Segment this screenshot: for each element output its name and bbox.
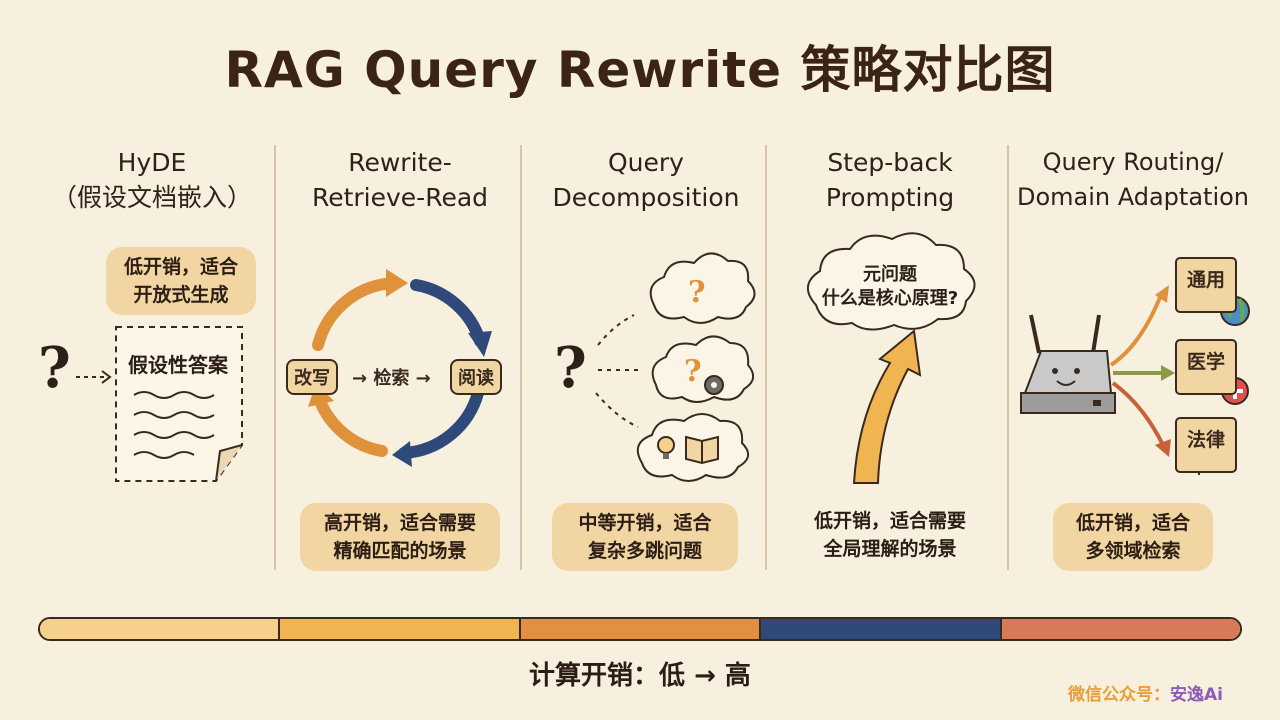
note-line: 开放式生成 (133, 284, 229, 306)
domain-legal: 法律 (1175, 417, 1237, 473)
cloud-line: 元问题 (863, 264, 917, 285)
column-divider (765, 145, 767, 570)
question-icon: ? (38, 335, 71, 401)
cost-note: 低开销，适合需要 全局理解的场景 (768, 507, 1012, 563)
cost-note: 低开销，适合 多领域检索 (1053, 503, 1213, 571)
note-line: 多领域检索 (1085, 540, 1181, 562)
note-line: 低开销，适合 (1075, 512, 1190, 534)
strategy-hyde: HyDE （假设文档嵌入） 低开销，适合 开放式生成 ? 假设性答案 (30, 145, 274, 575)
title-line: Prompting (825, 183, 955, 212)
column-divider (274, 145, 276, 570)
note-line: 精确匹配的场景 (333, 540, 467, 562)
title-line: Domain Adaptation (1016, 183, 1250, 211)
cloud-line: 什么是核心原理? (821, 288, 959, 309)
meta-question-cloud-icon (807, 232, 976, 484)
title-line: Retrieve-Read (311, 183, 489, 212)
svg-text:?: ? (688, 275, 706, 310)
strategy-title: HyDE （假设文档嵌入） (30, 145, 274, 215)
title-line: Query Routing/ (1042, 148, 1224, 176)
cost-segment (520, 619, 762, 639)
title-line: Decomposition (552, 183, 740, 212)
page-title: RAG Query Rewrite 策略对比图 (224, 41, 1056, 99)
strategy-query-routing: Query Routing/ Domain Adaptation 通用 医学 法… (1011, 145, 1255, 575)
hypothetical-answer-label: 假设性答案 (128, 353, 228, 377)
title-line: Step-back (827, 148, 953, 177)
strategy-step-back-prompting: Step-back Prompting 元问题 什么是核心原理? 低开销，适合需… (768, 145, 1012, 575)
note-line: 全局理解的场景 (823, 538, 957, 560)
domain-general: 通用 (1175, 257, 1237, 313)
strategy-rewrite-retrieve-read: Rewrite- Retrieve-Read 改写 → 检索 → 阅读 高开销，… (278, 145, 522, 575)
rewrite-node: 改写 (286, 359, 338, 395)
hypothetical-doc-icon (76, 326, 243, 482)
watermark: 微信公众号：安逸Ai (1068, 680, 1223, 705)
note-line: 高开销，适合需要 (323, 512, 476, 534)
column-divider (520, 145, 522, 570)
title-line: HyDE (117, 148, 187, 177)
watermark-brand: 安逸Ai (1170, 685, 1223, 705)
column-divider (1007, 145, 1009, 570)
cycle-arrows-icon (308, 269, 492, 467)
cost-axis-label: 计算开销：低 → 高 (529, 661, 751, 691)
strategy-title: Query Decomposition (524, 145, 768, 215)
strategy-title: Rewrite- Retrieve-Read (278, 145, 522, 215)
cost-segment (1001, 619, 1240, 639)
title-line: Query (608, 148, 684, 177)
cost-note: 低开销，适合 开放式生成 (106, 247, 256, 315)
note-line: 低开销，适合 (123, 256, 238, 278)
strategy-title: Step-back Prompting (768, 145, 1012, 215)
watermark-prefix: 微信公众号： (1068, 685, 1170, 705)
strategy-title: Query Routing/ Domain Adaptation (1011, 145, 1255, 215)
domain-medical: 医学 (1175, 339, 1237, 395)
cost-note: 高开销，适合需要 精确匹配的场景 (300, 503, 500, 571)
question-icon: ? (554, 335, 587, 401)
svg-text:?: ? (684, 354, 702, 389)
strategy-query-decomposition: Query Decomposition ? ? ? 中等开销，适合 复杂多跳问题 (524, 145, 768, 575)
note-line: 中等开销，适合 (578, 512, 712, 534)
note-line: 低开销，适合需要 (813, 510, 966, 532)
cost-gradient-bar (38, 617, 1242, 641)
read-node: 阅读 (450, 359, 502, 395)
note-line: 复杂多跳问题 (587, 540, 702, 562)
sub-question-clouds-icon: ? ? (595, 252, 756, 482)
cost-note: 中等开销，适合 复杂多跳问题 (552, 503, 738, 571)
cost-segment (761, 619, 1002, 639)
title-line: （假设文档嵌入） (51, 183, 252, 212)
cost-segment (40, 619, 281, 639)
cost-segment (280, 619, 521, 639)
retrieve-label: → 检索 → (352, 368, 431, 389)
title-line: Rewrite- (348, 148, 452, 177)
meta-question-text: 元问题 什么是核心原理? (768, 263, 1012, 311)
